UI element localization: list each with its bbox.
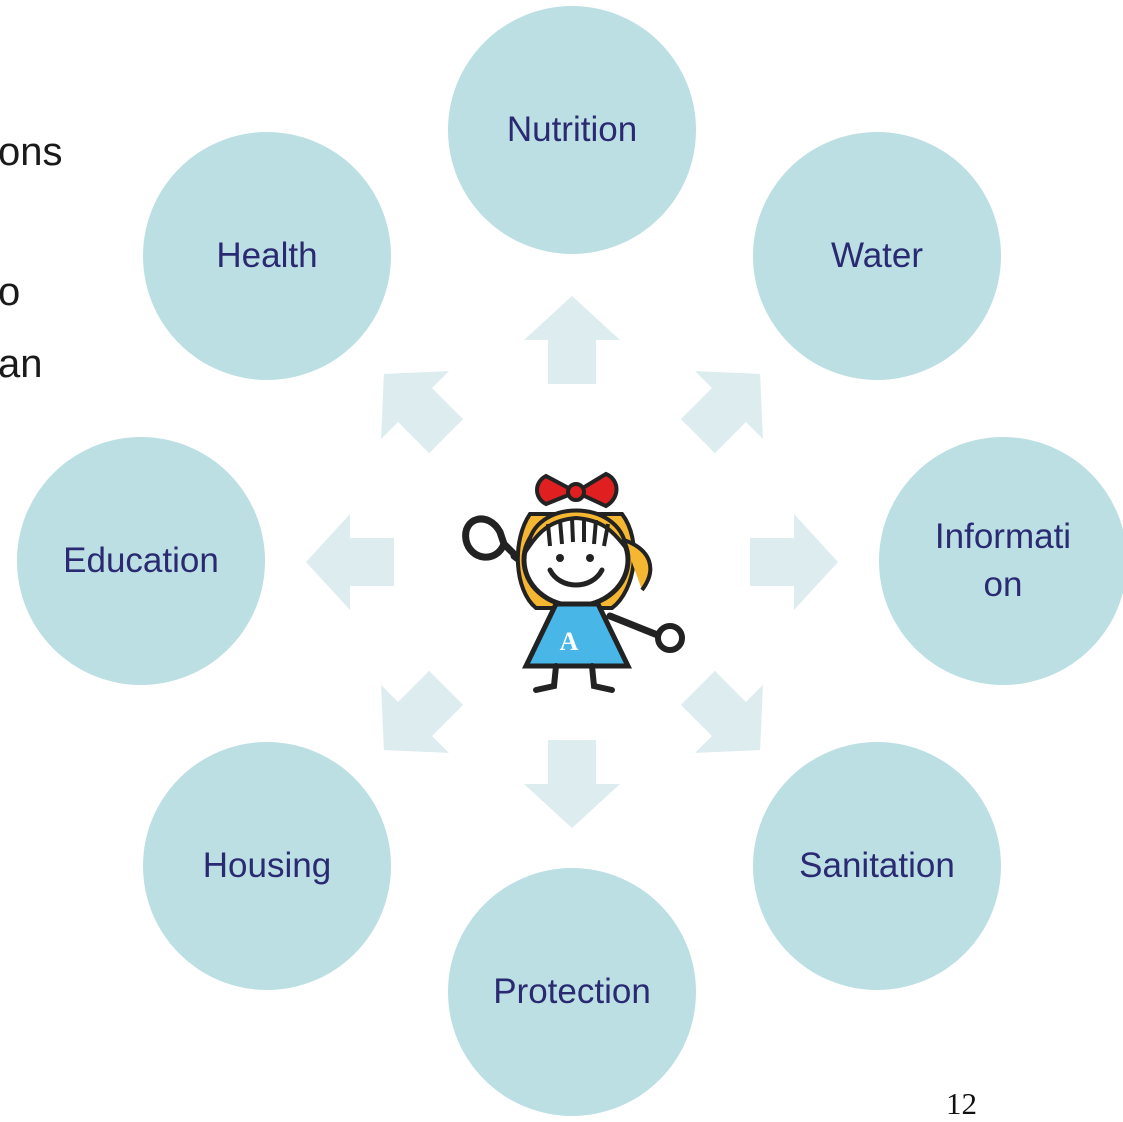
left-text-line-3: an xyxy=(0,342,43,386)
circle-health: Health xyxy=(143,132,391,380)
left-text-line-1: ons xyxy=(0,130,63,174)
circle-label-education: Education xyxy=(63,541,219,580)
arrow-to-housing xyxy=(381,670,464,753)
circle-information: Informati on xyxy=(879,437,1123,685)
circle-label-health: Health xyxy=(216,236,318,275)
left-text-line-2: o xyxy=(0,270,21,314)
arrow-to-sanitation xyxy=(680,670,763,753)
circle-label-information: Informati on xyxy=(934,517,1072,604)
circle-water: Water xyxy=(753,132,1001,380)
arrow-to-water xyxy=(680,371,763,454)
arrow-to-nutrition xyxy=(524,296,620,384)
arrow-to-health xyxy=(381,371,464,454)
page-number: 12 xyxy=(946,1086,977,1121)
girl-mascot-icon: A xyxy=(462,471,685,693)
circle-housing: Housing xyxy=(143,742,391,990)
circle-label-water: Water xyxy=(830,236,924,275)
arrow-to-protection xyxy=(524,740,620,828)
circle-label-housing: Housing xyxy=(202,846,332,885)
circle-nutrition: Nutrition xyxy=(448,6,696,254)
circle-label-protection: Protection xyxy=(493,972,651,1011)
circle-education: Education xyxy=(17,437,265,685)
circle-sanitation: Sanitation xyxy=(753,742,1001,990)
circle-label-sanitation: Sanitation xyxy=(799,846,955,885)
arrow-to-information xyxy=(750,514,838,610)
mascot-dress-letter: A xyxy=(560,627,579,656)
arrow-to-education xyxy=(306,514,394,610)
circle-protection: Protection xyxy=(448,868,696,1116)
circle-label-nutrition: Nutrition xyxy=(506,110,638,149)
